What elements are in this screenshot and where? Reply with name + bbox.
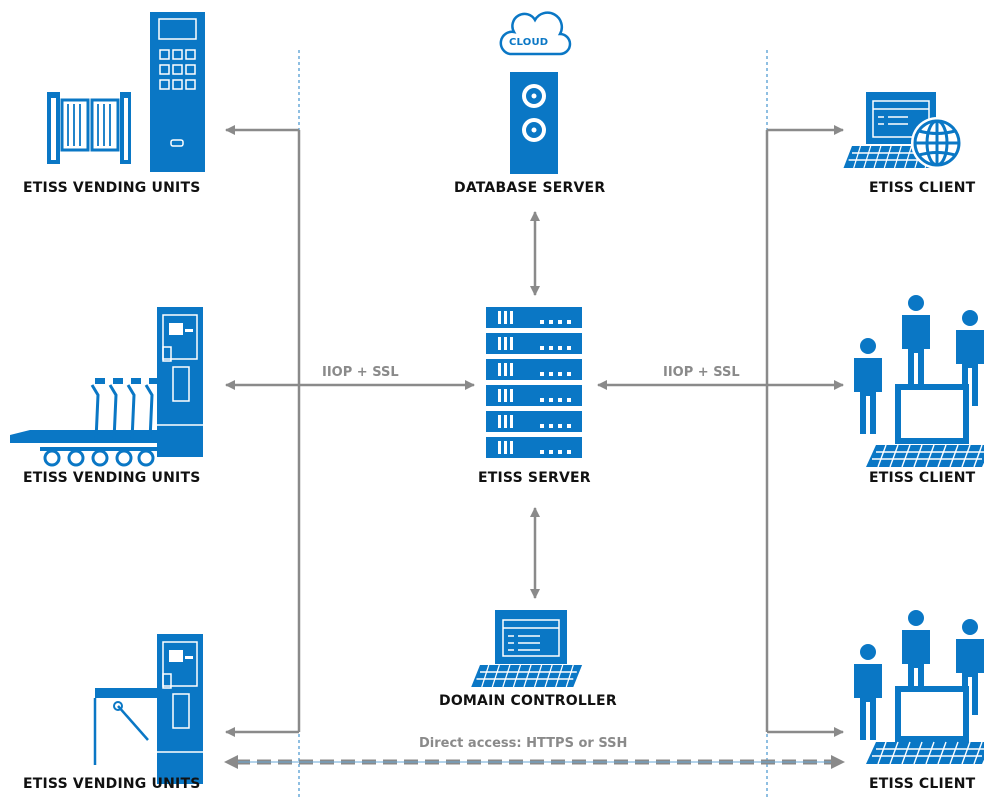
- vending-units-mid-icon: [10, 306, 204, 467]
- etiss-server-label: ETISS SERVER: [478, 470, 591, 486]
- vending-units-top-icon: [47, 12, 205, 172]
- vending-units-mid-label: ETISS VENDING UNITS: [23, 470, 201, 486]
- cloud-icon: [499, 11, 572, 56]
- cloud-label: CLOUD: [509, 37, 549, 48]
- database-server-label: DATABASE SERVER: [454, 180, 606, 196]
- right-protocol-label: IIOP + SSL: [663, 365, 740, 380]
- etiss-client-bottom-label: ETISS CLIENT: [869, 776, 976, 792]
- domain-controller-label: DOMAIN CONTROLLER: [439, 693, 617, 709]
- etiss-client-bottom-icon: [854, 610, 984, 765]
- etiss-client-mid-icon: [854, 295, 984, 468]
- direct-access-label: Direct access: HTTPS or SSH: [419, 736, 628, 751]
- etiss-server-icon: [486, 307, 582, 458]
- vending-units-bottom-label: ETISS VENDING UNITS: [23, 776, 201, 792]
- direct-access-arrow: [224, 755, 845, 769]
- etiss-client-mid-label: ETISS CLIENT: [869, 470, 976, 486]
- etiss-client-top-label: ETISS CLIENT: [869, 180, 976, 196]
- etiss-client-top-icon: [842, 92, 963, 169]
- vending-units-top-label: ETISS VENDING UNITS: [23, 180, 201, 196]
- database-server-icon: [510, 72, 558, 174]
- domain-controller-icon: [470, 610, 583, 688]
- vending-units-bottom-icon: [93, 633, 204, 785]
- left-protocol-label: IIOP + SSL: [322, 365, 399, 380]
